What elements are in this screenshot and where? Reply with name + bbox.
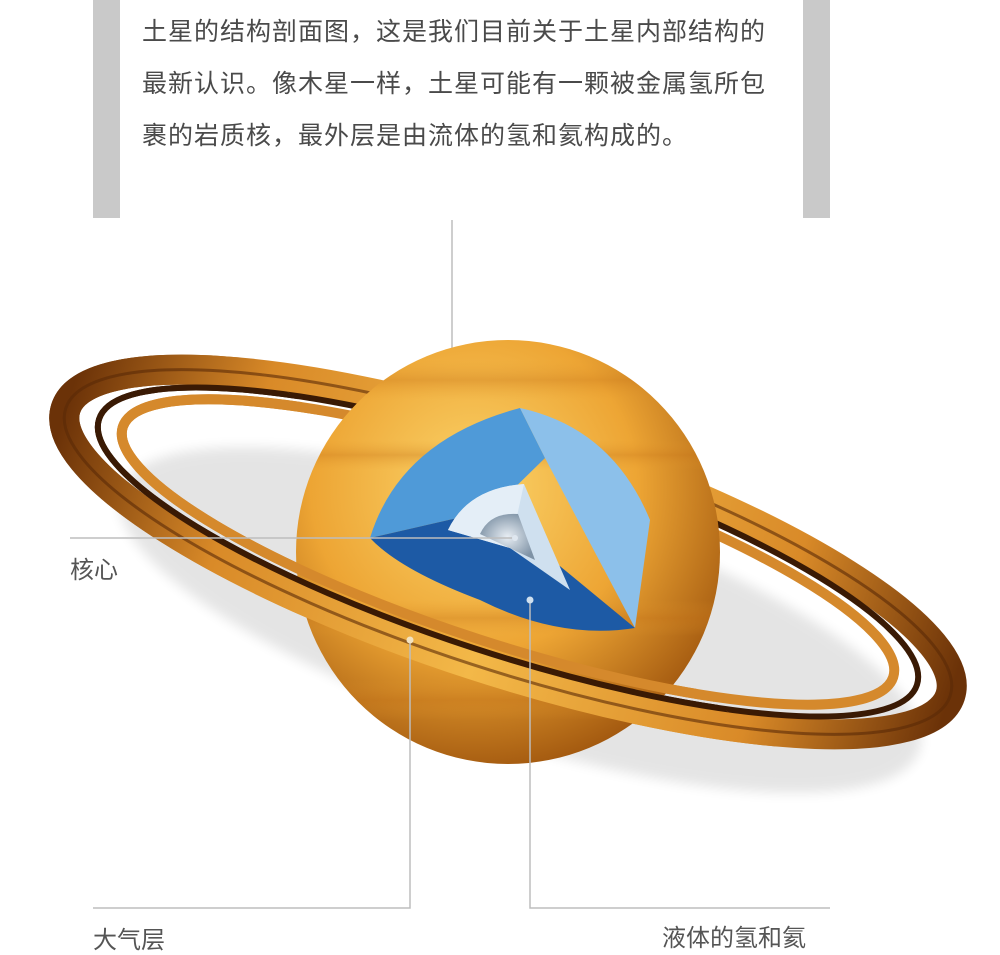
- caption-panel: 土星的结构剖面图，这是我们目前关于土星内部结构的最新认识。像木星一样，土星可能有…: [120, 0, 803, 218]
- atmosphere-label: 大气层: [93, 926, 165, 954]
- layer-fluid-top: [370, 408, 545, 538]
- atmosphere-marker-dot: [406, 636, 414, 644]
- cutaway: [370, 408, 650, 631]
- core-marker-dot: [512, 535, 518, 541]
- fluid-marker-dot: [526, 596, 534, 604]
- label-leaders: [70, 537, 830, 909]
- fluid-leader-line: [529, 600, 830, 909]
- caption-text: 土星的结构剖面图，这是我们目前关于土星内部结构的最新认识。像木星一样，土星可能有…: [142, 17, 767, 150]
- atmosphere-leader-line: [93, 640, 411, 909]
- layer-fluid-side: [520, 408, 650, 628]
- layer-core: [480, 513, 535, 560]
- layer-fluid-floor: [370, 510, 635, 631]
- fluid-label: 液体的氢和氦: [662, 924, 806, 952]
- core-label: 核心: [70, 556, 118, 584]
